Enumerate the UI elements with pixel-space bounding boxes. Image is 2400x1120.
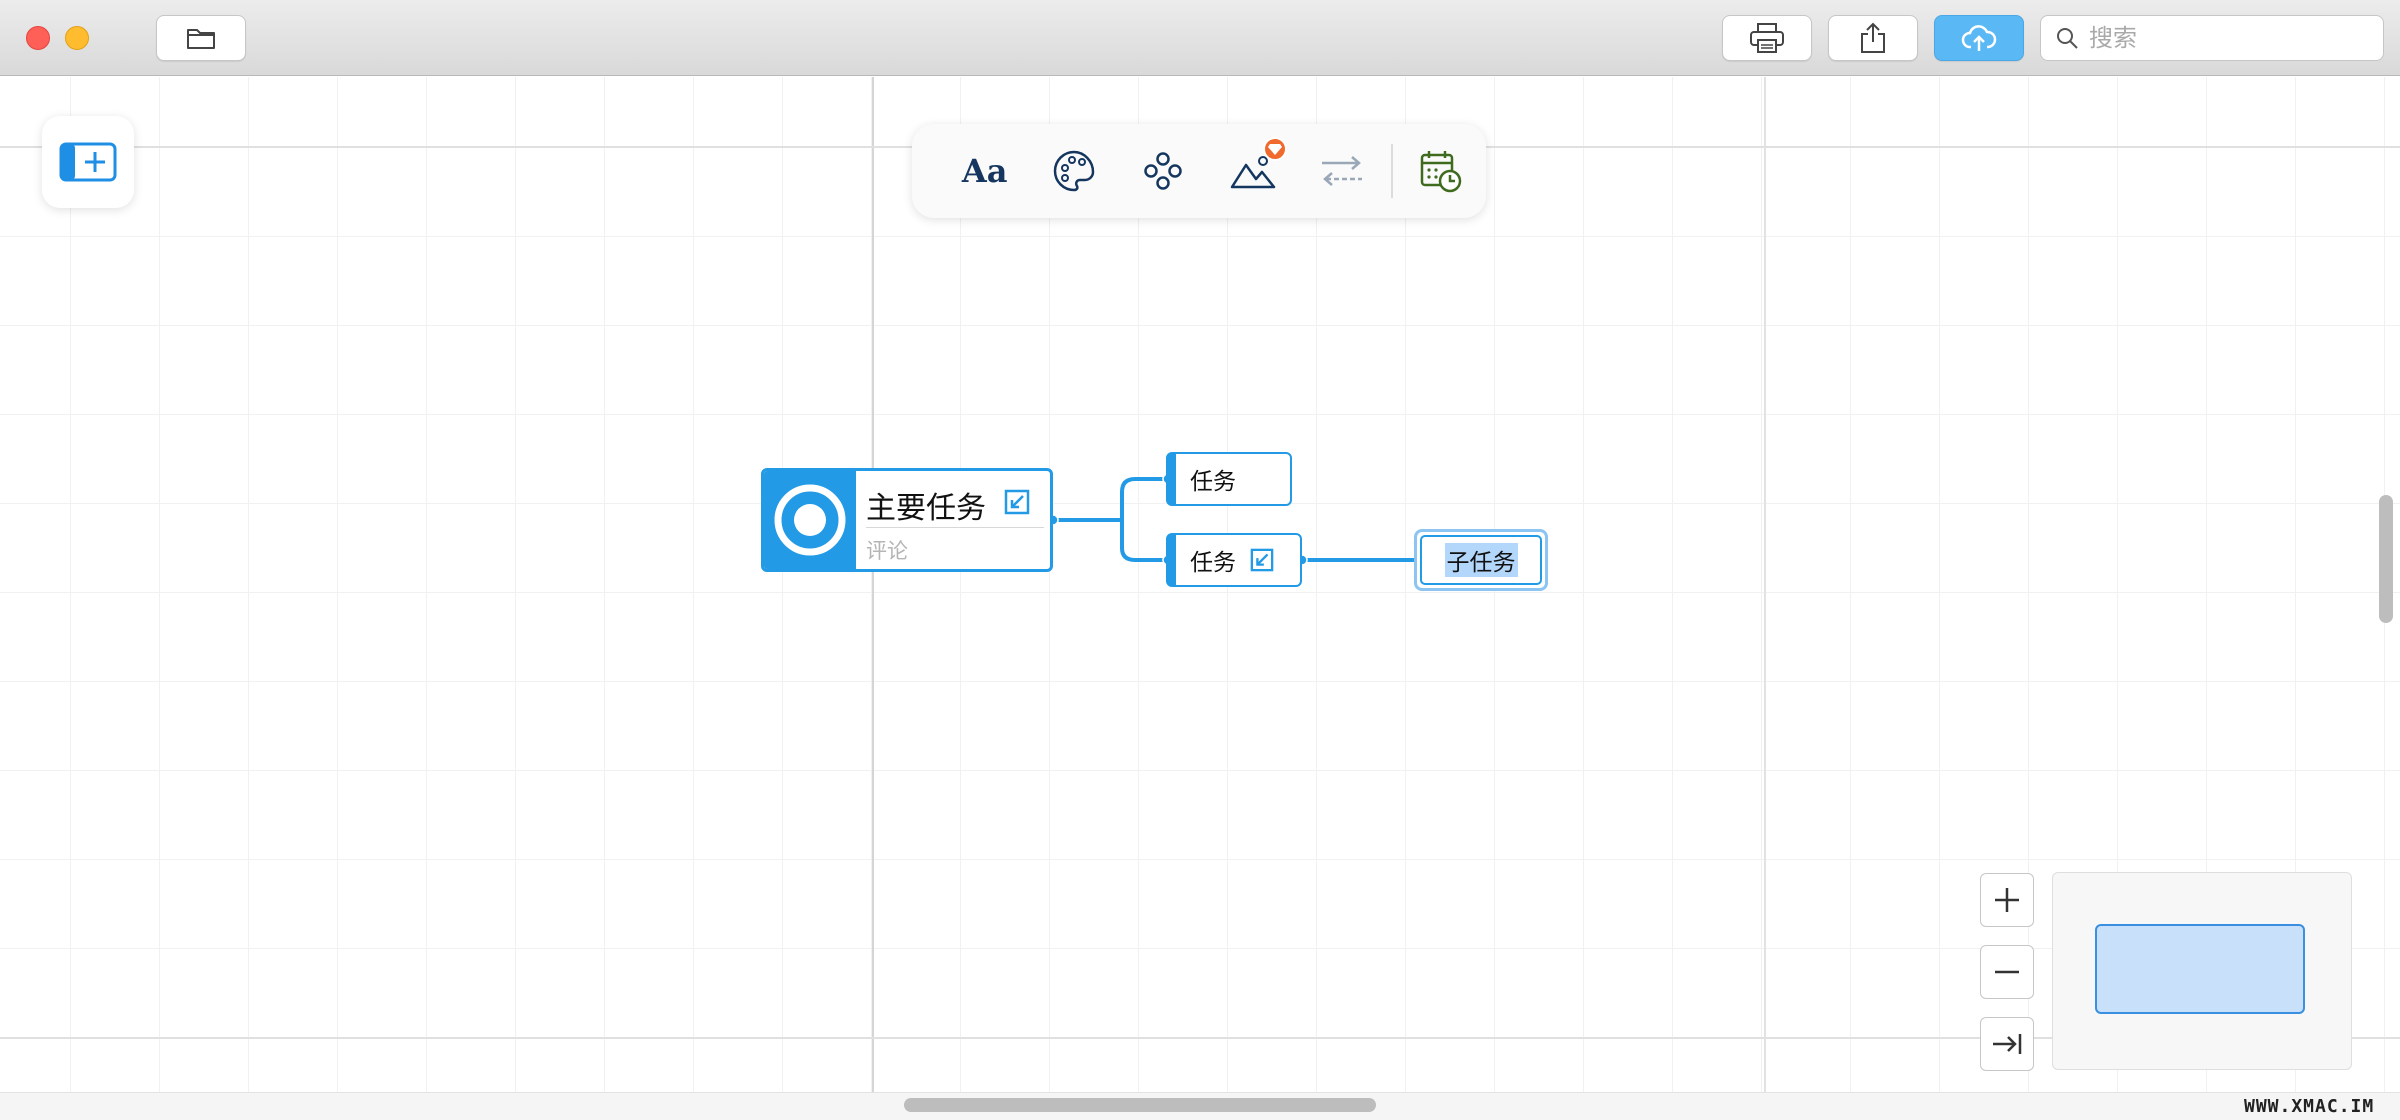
add-topic-panel-button[interactable] (42, 116, 134, 208)
close-window-button[interactable] (26, 26, 50, 50)
zoom-out-button[interactable] (1980, 945, 2034, 999)
main-task-title: 主要任务 (866, 491, 986, 526)
search-input[interactable] (2089, 24, 2369, 52)
printer-icon (1750, 23, 1784, 53)
connection-button[interactable] (1297, 131, 1386, 211)
arrow-to-edge-icon (1993, 1034, 2022, 1054)
watermark: WWW.XMAC.IM (2244, 1096, 2375, 1117)
zoom-in-button[interactable] (1980, 873, 2034, 927)
task-node[interactable]: 任务 (1166, 533, 1302, 587)
open-folder-button[interactable] (156, 15, 246, 61)
toolbar-separator (1390, 144, 1393, 198)
subtask-edit-field[interactable]: 子任务 (1420, 535, 1542, 585)
cloud-upload-icon (1961, 25, 1997, 51)
calendar-clock-icon (1421, 151, 1462, 193)
vertical-scrollbar-thumb[interactable] (2379, 495, 2393, 623)
connection-icon (1321, 156, 1362, 186)
palette-icon (1053, 150, 1095, 192)
horizontal-scrollbar-thumb[interactable] (904, 1098, 1376, 1112)
print-button[interactable] (1722, 15, 1812, 61)
page-boundary-vertical (872, 77, 874, 1092)
target-icon (764, 471, 856, 569)
task-checkbox-icon[interactable] (1004, 489, 1030, 515)
fonts-icon: Aa (961, 152, 1008, 190)
share-icon (1861, 22, 1885, 53)
schedule-button[interactable] (1397, 131, 1486, 211)
task-title: 任务 (1190, 550, 1236, 576)
page-boundary-vertical (1764, 77, 1766, 1092)
minimize-window-button[interactable] (65, 26, 89, 50)
folder-icon (187, 29, 215, 49)
structure-button[interactable] (1119, 131, 1208, 211)
add-panel-icon (59, 142, 117, 182)
main-task-comment: 评论 (866, 539, 908, 563)
search-icon (2057, 28, 2078, 49)
premium-badge-icon (1263, 137, 1288, 161)
plus-icon (1995, 888, 2019, 912)
cloud-sync-button[interactable] (1934, 15, 2024, 61)
image-icon (1230, 156, 1275, 189)
main-task-node[interactable]: 主要任务 评论 (761, 468, 1053, 572)
minimap[interactable] (2052, 872, 2352, 1070)
subtask-title: 子任务 (1444, 543, 1518, 577)
page-boundary-horizontal (0, 1037, 2400, 1039)
title-bar (0, 0, 2400, 76)
fit-to-screen-button[interactable] (1980, 1017, 2034, 1071)
search-field[interactable] (2040, 15, 2384, 61)
subtask-node[interactable]: 子任务 (1414, 529, 1548, 591)
image-button[interactable] (1208, 131, 1297, 211)
share-button[interactable] (1828, 15, 1918, 61)
structure-icon (1144, 152, 1183, 190)
format-toolbar: Aa (912, 124, 1486, 218)
minimap-viewport[interactable] (2095, 924, 2305, 1014)
task-checkbox-icon[interactable] (1250, 548, 1274, 572)
fonts-button[interactable]: Aa (940, 131, 1029, 211)
task-title: 任务 (1190, 469, 1236, 495)
minus-icon (1995, 970, 2019, 974)
node-divider (866, 527, 1044, 528)
task-node[interactable]: 任务 (1166, 452, 1292, 506)
style-button[interactable] (1029, 131, 1118, 211)
